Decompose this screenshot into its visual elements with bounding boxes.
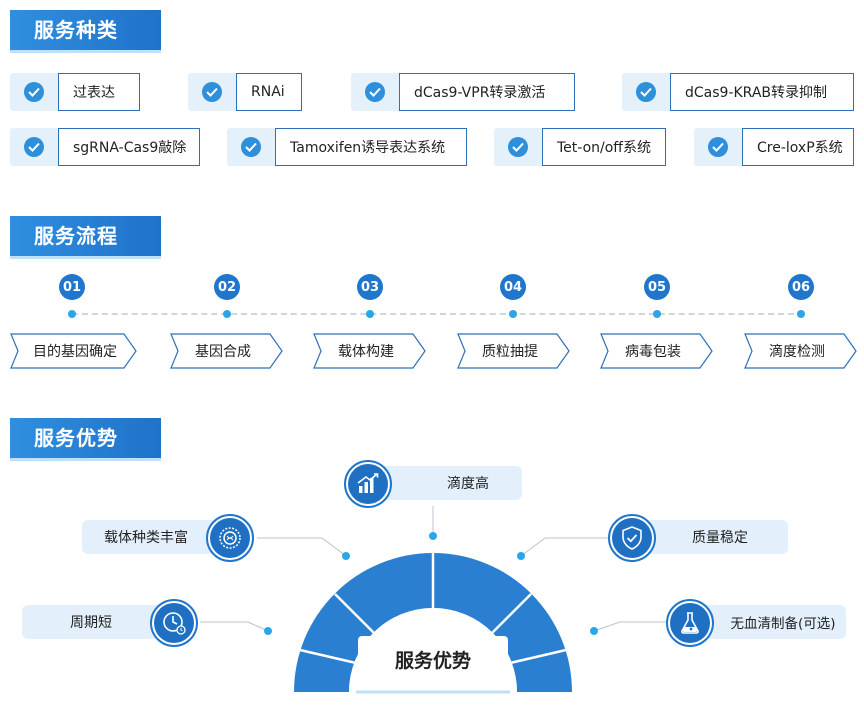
process-step-label: 基因合成: [195, 344, 251, 360]
check-icon: [10, 128, 58, 166]
step-dot: [653, 310, 661, 318]
process-step: 质粒抽提: [457, 333, 585, 369]
section-title-service-advantages: 服务优势: [10, 418, 161, 461]
section-title-service-types: 服务种类: [10, 10, 161, 53]
check-icon: [622, 73, 670, 111]
service-type-label: dCas9-VPR转录激活: [399, 73, 575, 111]
service-type-label: Tet-on/off系统: [542, 128, 666, 166]
service-type-label: Tamoxifen诱导表达系统: [275, 128, 467, 166]
service-type-label: 过表达: [58, 73, 140, 111]
check-icon: [494, 128, 542, 166]
service-type-label: dCas9-KRAB转录抑制: [670, 73, 854, 111]
flask-icon: [666, 599, 714, 647]
step-dot: [223, 310, 231, 318]
process-step: 病毒包装: [600, 333, 728, 369]
step-number: 05: [644, 274, 670, 300]
process-step-label: 质粒抽提: [482, 344, 538, 360]
service-type-item: dCas9-VPR转录激活: [351, 73, 575, 111]
clock-icon: [150, 599, 198, 647]
step-number: 01: [59, 274, 85, 300]
step-chevron-shape: [10, 333, 137, 369]
advantage-pill: 滴度高: [374, 466, 522, 500]
process-step-label: 目的基因确定: [33, 344, 117, 360]
advantage-pill: 无血清制备(可选): [690, 605, 846, 639]
process-timeline: [72, 313, 804, 315]
process-step: 滴度检测: [744, 333, 864, 369]
check-icon: [694, 128, 742, 166]
process-step: 基因合成: [170, 333, 298, 369]
step-dot: [797, 310, 805, 318]
step-number: 03: [357, 274, 383, 300]
advantage-pill: 质量稳定: [630, 520, 788, 554]
step-number: 06: [788, 274, 814, 300]
bar-chart-icon: [344, 460, 392, 508]
service-type-item: RNAi: [188, 73, 302, 111]
step-dot: [68, 310, 76, 318]
process-step: 目的基因确定: [10, 333, 138, 369]
process-step: 载体构建: [313, 333, 441, 369]
section-title-service-process: 服务流程: [10, 216, 161, 259]
service-type-item: Tet-on/off系统: [494, 128, 666, 166]
step-chevron-shape: [600, 333, 713, 369]
service-type-item: Tamoxifen诱导表达系统: [227, 128, 467, 166]
service-type-label: Cre-loxP系统: [742, 128, 854, 166]
service-type-label: RNAi: [236, 73, 302, 111]
process-step-label: 滴度检测: [769, 344, 825, 360]
check-icon: [188, 73, 236, 111]
step-number: 04: [500, 274, 526, 300]
step-chevron-shape: [744, 333, 857, 369]
service-type-item: Cre-loxP系统: [694, 128, 854, 166]
service-type-label: sgRNA-Cas9敲除: [58, 128, 200, 166]
advantage-pill: 周期短: [22, 605, 172, 639]
service-type-item: sgRNA-Cas9敲除: [10, 128, 200, 166]
step-dot: [509, 310, 517, 318]
service-type-item: 过表达: [10, 73, 140, 111]
step-dot: [366, 310, 374, 318]
service-type-item: dCas9-KRAB转录抑制: [622, 73, 854, 111]
check-icon: [10, 73, 58, 111]
dna-plasmid-icon: [206, 514, 254, 562]
shield-check-icon: [608, 514, 656, 562]
step-chevron-shape: [170, 333, 283, 369]
check-icon: [351, 73, 399, 111]
process-step-label: 载体构建: [338, 344, 394, 360]
step-chevron-shape: [457, 333, 570, 369]
process-step-label: 病毒包装: [625, 344, 681, 360]
step-chevron-shape: [313, 333, 426, 369]
step-number: 02: [214, 274, 240, 300]
advantages-center-title: 服务优势: [358, 636, 508, 682]
check-icon: [227, 128, 275, 166]
